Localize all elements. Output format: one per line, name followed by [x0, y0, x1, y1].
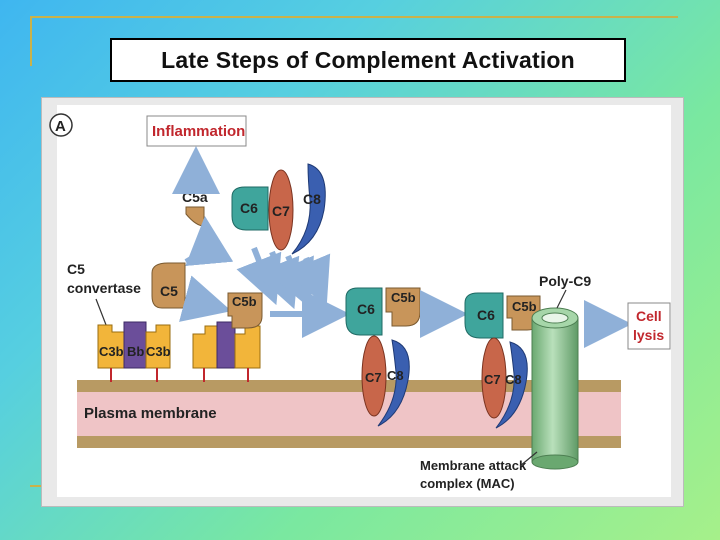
c5b-label-left: C5b	[232, 294, 257, 309]
bb-label: Bb	[127, 344, 144, 359]
c7-molecule-right	[481, 337, 507, 419]
c3b-label-left: C3b	[99, 344, 124, 359]
c5b-molecule-middle	[385, 287, 421, 327]
c5-convertase-complex	[97, 321, 171, 382]
c5-convertase-label-line1: C5	[67, 261, 85, 277]
slide-title: Late Steps of Complement Activation	[161, 46, 575, 73]
c6-label-right: C6	[477, 307, 495, 323]
decorative-rule-top	[30, 16, 678, 18]
c7-molecule-middle	[361, 335, 387, 417]
c5a-fragment	[185, 206, 205, 227]
c7-label-free: C7	[272, 203, 290, 219]
c8-molecule-right	[495, 341, 528, 429]
panel-letter: A	[55, 118, 66, 135]
cell-lysis-label-line2: lysis	[633, 327, 664, 343]
decorative-rule-left	[30, 16, 32, 66]
c8-label-free: C8	[303, 191, 321, 207]
decorative-rule-bottom	[30, 485, 50, 487]
c5-label: C5	[160, 283, 178, 299]
c6-label-free: C6	[240, 200, 258, 216]
c5-convertase-label-line2: convertase	[67, 280, 141, 296]
cell-lysis-box	[627, 302, 671, 350]
arrow-c5-to-c5a	[184, 216, 234, 267]
c6-molecule-middle	[345, 287, 383, 336]
c6-molecule-free	[231, 186, 269, 231]
arrow-c6-down	[236, 246, 282, 306]
c6-label-middle: C6	[357, 301, 375, 317]
c8-label-right: C8	[505, 372, 522, 387]
c8-molecule-middle	[377, 339, 410, 427]
mac-label-line1: Membrane attack	[420, 458, 527, 473]
c7-molecule-free	[268, 169, 294, 251]
poly-c9-pointer	[556, 289, 567, 309]
c5b-label-middle: C5b	[391, 290, 416, 305]
panel-letter-circle	[49, 113, 73, 137]
slide-title-box: Late Steps of Complement Activation	[110, 38, 626, 82]
poly-c9-channel	[531, 307, 579, 470]
c7-label-right: C7	[484, 372, 501, 387]
c5b-label-right: C5b	[512, 299, 537, 314]
plasma-membrane-label: Plasma membrane	[84, 405, 217, 422]
c7-label-middle: C7	[365, 370, 382, 385]
inflammation-box	[146, 115, 247, 147]
inflammation-label: Inflammation	[152, 123, 245, 140]
arrow-c8-down-2	[285, 253, 331, 308]
c5a-label: C5a	[182, 189, 208, 205]
c3b-label-right: C3b	[146, 344, 171, 359]
poly-c9-label: Poly-C9	[539, 273, 591, 289]
arrow-c5-to-c5b	[179, 275, 232, 322]
c6-molecule-right	[464, 292, 504, 339]
plasma-membrane	[77, 392, 621, 436]
c8-molecule-free	[291, 163, 326, 255]
mac-label-line2: complex (MAC)	[420, 476, 515, 491]
c8-label-middle: C8	[387, 368, 404, 383]
cell-lysis-label-line1: Cell	[636, 308, 662, 324]
mac-pointer	[519, 451, 538, 467]
membrane-inner-layer	[77, 436, 621, 448]
